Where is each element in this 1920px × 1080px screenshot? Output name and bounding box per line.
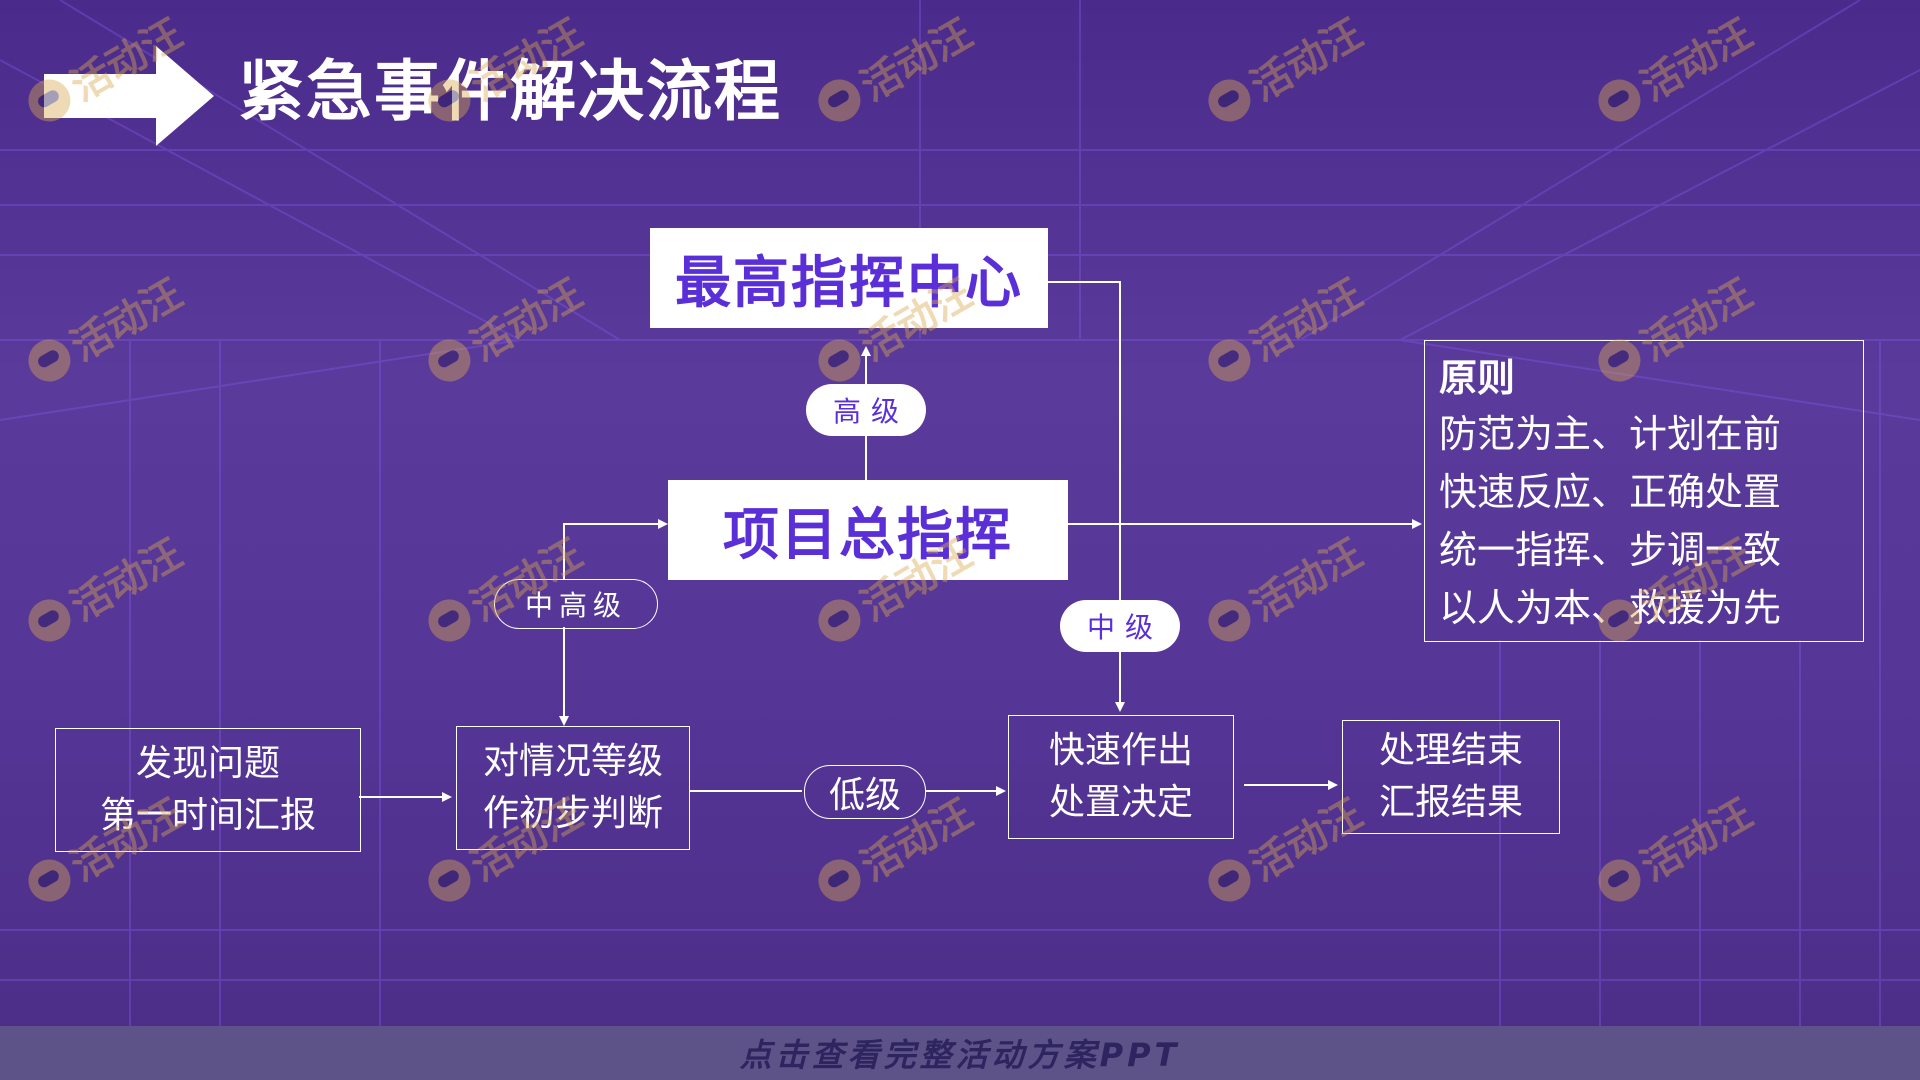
footer-banner[interactable]: 点击查看完整活动方案PPT bbox=[0, 1026, 1920, 1080]
mascot-icon bbox=[1200, 331, 1259, 390]
watermark: 活动汪 bbox=[1587, 782, 1761, 916]
principle-line-4: 以人为本、救援为先 bbox=[1439, 586, 1782, 630]
watermark: 活动汪 bbox=[1197, 2, 1371, 136]
title-arrow-icon bbox=[44, 46, 214, 146]
discover-line-1: 发现问题 bbox=[135, 743, 280, 784]
judge-line-2: 作初步判断 bbox=[482, 793, 663, 834]
discover-line-2: 第一时间汇报 bbox=[99, 795, 316, 836]
mascot-icon bbox=[420, 331, 479, 390]
mascot-icon bbox=[810, 71, 869, 130]
level-mid-badge: 中级 bbox=[1060, 600, 1180, 652]
level-high-badge: 高级 bbox=[806, 384, 926, 436]
mascot-icon bbox=[810, 331, 869, 390]
watermark: 活动汪 bbox=[417, 262, 591, 396]
finish-report-box: 处理结束 汇报结果 bbox=[1342, 720, 1560, 834]
mascot-icon bbox=[20, 331, 79, 390]
watermark: 活动汪 bbox=[1197, 522, 1371, 656]
level-low-badge: 低级 bbox=[804, 765, 926, 819]
decide-line-2: 处置决定 bbox=[1048, 782, 1193, 823]
quick-decision-box: 快速作出 处置决定 bbox=[1008, 715, 1234, 839]
mascot-icon bbox=[20, 591, 79, 650]
decide-line-1: 快速作出 bbox=[1048, 730, 1193, 771]
mascot-icon bbox=[1590, 71, 1649, 130]
mascot-icon bbox=[1200, 71, 1259, 130]
page-title: 紧急事件解决流程 bbox=[238, 53, 782, 130]
mascot-icon bbox=[20, 851, 79, 910]
mascot-icon bbox=[420, 591, 479, 650]
principle-line-1: 防范为主、计划在前 bbox=[1439, 412, 1782, 456]
mascot-icon bbox=[1590, 851, 1649, 910]
discover-problem-box: 发现问题 第一时间汇报 bbox=[55, 728, 361, 852]
top-command-center-box: 最高指挥中心 bbox=[650, 228, 1048, 328]
watermark: 活动汪 bbox=[807, 2, 981, 136]
project-commander-box: 项目总指挥 bbox=[668, 480, 1068, 580]
principle-line-3: 统一指挥、步调一致 bbox=[1439, 528, 1782, 572]
top-command-center-label: 最高指挥中心 bbox=[675, 250, 1023, 316]
principle-line-2: 快速反应、正确处置 bbox=[1439, 470, 1782, 514]
finish-line-2: 汇报结果 bbox=[1378, 782, 1523, 823]
watermark: 活动汪 bbox=[1197, 262, 1371, 396]
principles-box: 原则 防范为主、计划在前 快速反应、正确处置 统一指挥、步调一致 以人为本、救援… bbox=[1424, 340, 1864, 642]
mascot-icon bbox=[810, 591, 869, 650]
principles-title: 原则 bbox=[1439, 356, 1516, 400]
finish-line-1: 处理结束 bbox=[1378, 730, 1523, 771]
judge-level-box: 对情况等级 作初步判断 bbox=[456, 726, 690, 850]
watermark: 活动汪 bbox=[17, 262, 191, 396]
footer-link[interactable]: 点击查看完整活动方案PPT bbox=[739, 1036, 1181, 1074]
mascot-icon bbox=[810, 851, 869, 910]
mascot-icon bbox=[1200, 591, 1259, 650]
watermark: 活动汪 bbox=[17, 522, 191, 656]
judge-line-1: 对情况等级 bbox=[482, 741, 663, 782]
watermark: 活动汪 bbox=[1587, 2, 1761, 136]
mascot-icon bbox=[420, 851, 479, 910]
project-commander-label: 项目总指挥 bbox=[723, 502, 1013, 568]
mascot-icon bbox=[1200, 851, 1259, 910]
level-mid-high-badge: 中高级 bbox=[494, 579, 658, 629]
